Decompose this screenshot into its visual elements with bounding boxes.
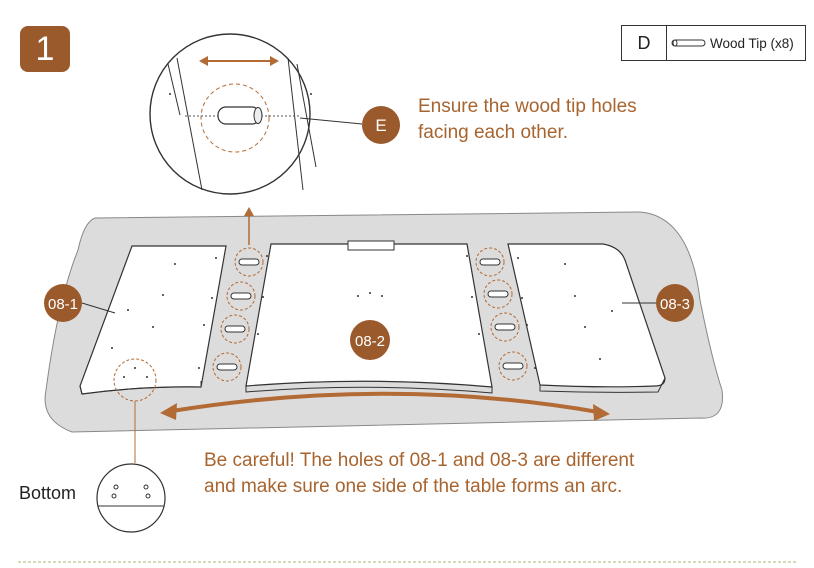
table-panel-08-1 — [79, 245, 227, 395]
dowel-circle — [483, 279, 513, 309]
dowel-circle — [498, 351, 528, 381]
dowel-circle — [475, 247, 505, 277]
step-number: 1 — [35, 29, 55, 68]
note-be-careful: Be careful! The holes of 08-1 and 08-3 a… — [204, 450, 635, 497]
zoom-detail — [149, 33, 363, 195]
note-wood-tip-holes: Ensure the wood tip holes facing each ot… — [418, 96, 637, 143]
bracket-plate — [347, 240, 395, 251]
dowel-circle — [212, 352, 242, 382]
arc-arrow — [171, 391, 599, 414]
part-description: Wood Tip (x8) — [710, 35, 794, 51]
part-description-cell: Wood Tip (x8) — [667, 26, 805, 60]
table-panel-08-2 — [245, 240, 493, 394]
bottom-detail — [96, 463, 166, 533]
callout-08-2: 08-2 — [350, 320, 390, 360]
parts-legend: D Wood Tip (x8) — [621, 25, 806, 61]
callout-08-1: 08-1 — [44, 284, 82, 322]
callout-08-3: 08-3 — [656, 284, 694, 322]
callout-e: E — [362, 106, 400, 144]
callout-08-3-label: 08-3 — [660, 296, 690, 313]
callout-08-2-label: 08-2 — [355, 333, 385, 350]
dowel-circle — [490, 312, 520, 342]
dowel-circle — [226, 281, 256, 311]
dowel-circle — [234, 247, 264, 277]
callout-08-1-label: 08-1 — [48, 296, 78, 313]
step-number-badge: 1 — [20, 26, 70, 72]
callout-e-label: E — [375, 116, 386, 135]
bottom-label: Bottom — [19, 483, 77, 503]
part-letter: D — [622, 26, 667, 60]
wood-tips-left — [212, 247, 264, 382]
wood-tips-right — [475, 247, 528, 381]
wood-tip-icon — [671, 39, 706, 47]
dowel-circle — [220, 314, 250, 344]
table-panel-08-3 — [507, 243, 666, 393]
